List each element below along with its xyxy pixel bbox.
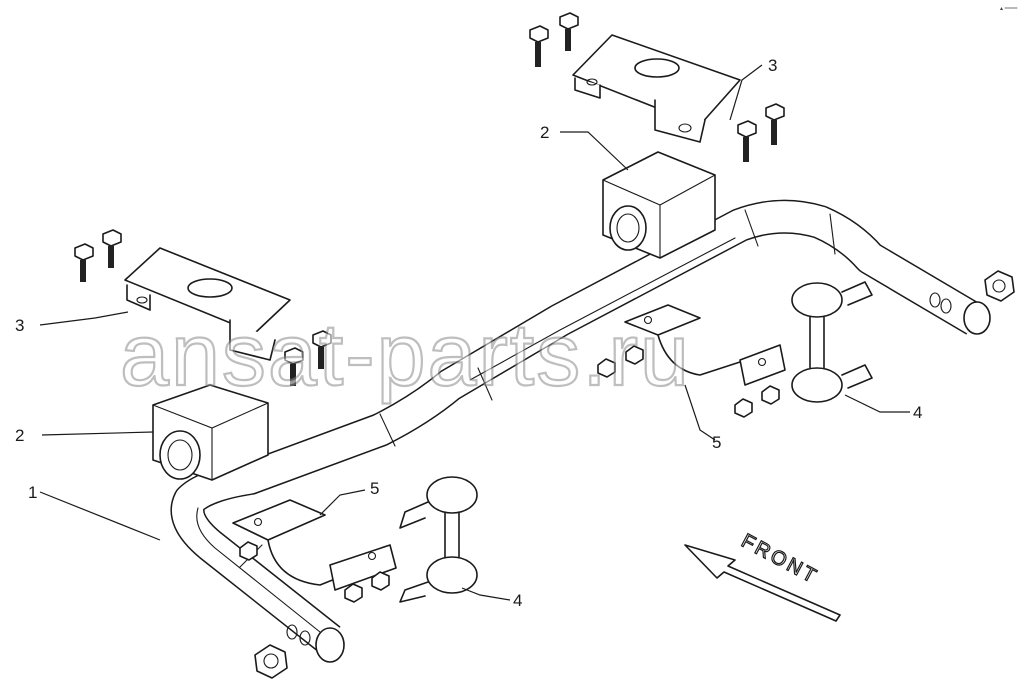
bolt <box>559 12 579 51</box>
bar-end-nut-right <box>984 270 1015 302</box>
corner-mark: ▴ ═══ <box>1000 6 1018 12</box>
callout-2-lower: 2 <box>15 426 24 445</box>
callout-3-lower: 3 <box>15 316 24 335</box>
bolts <box>74 12 785 386</box>
bushing-lower <box>152 384 269 481</box>
bracket-lower <box>124 247 291 361</box>
link-rod-lower <box>399 476 478 603</box>
clamp-upper <box>624 304 786 386</box>
bolt <box>312 330 332 369</box>
bolt <box>765 103 785 145</box>
leader-lines <box>39 64 910 601</box>
callout-1: 1 <box>28 483 37 502</box>
callout-5-upper: 5 <box>712 433 721 452</box>
bracket-upper <box>572 34 741 143</box>
callout-4-lower: 4 <box>513 591 522 610</box>
watermark: ansat-parts.ru <box>120 305 691 404</box>
clamp-lower <box>232 499 397 591</box>
bar-end-left <box>315 627 345 663</box>
bar-end-right <box>963 301 991 335</box>
callout-2-upper: 2 <box>540 123 549 142</box>
stabilizer-bar <box>170 199 991 663</box>
callout-5-lower: 5 <box>370 479 379 498</box>
link-rod-upper <box>791 281 873 403</box>
clamp-nuts <box>239 345 780 603</box>
callout-4-upper: 4 <box>913 403 922 422</box>
bolt <box>737 120 757 162</box>
bolt <box>284 347 304 386</box>
bolt <box>102 229 122 268</box>
callout-3-upper: 3 <box>768 56 777 75</box>
front-direction-arrow: FRONT <box>684 529 841 622</box>
bar-end-nut-left <box>254 644 288 679</box>
bushing-upper <box>602 151 716 259</box>
bolt <box>74 243 94 282</box>
bolt <box>529 25 549 67</box>
